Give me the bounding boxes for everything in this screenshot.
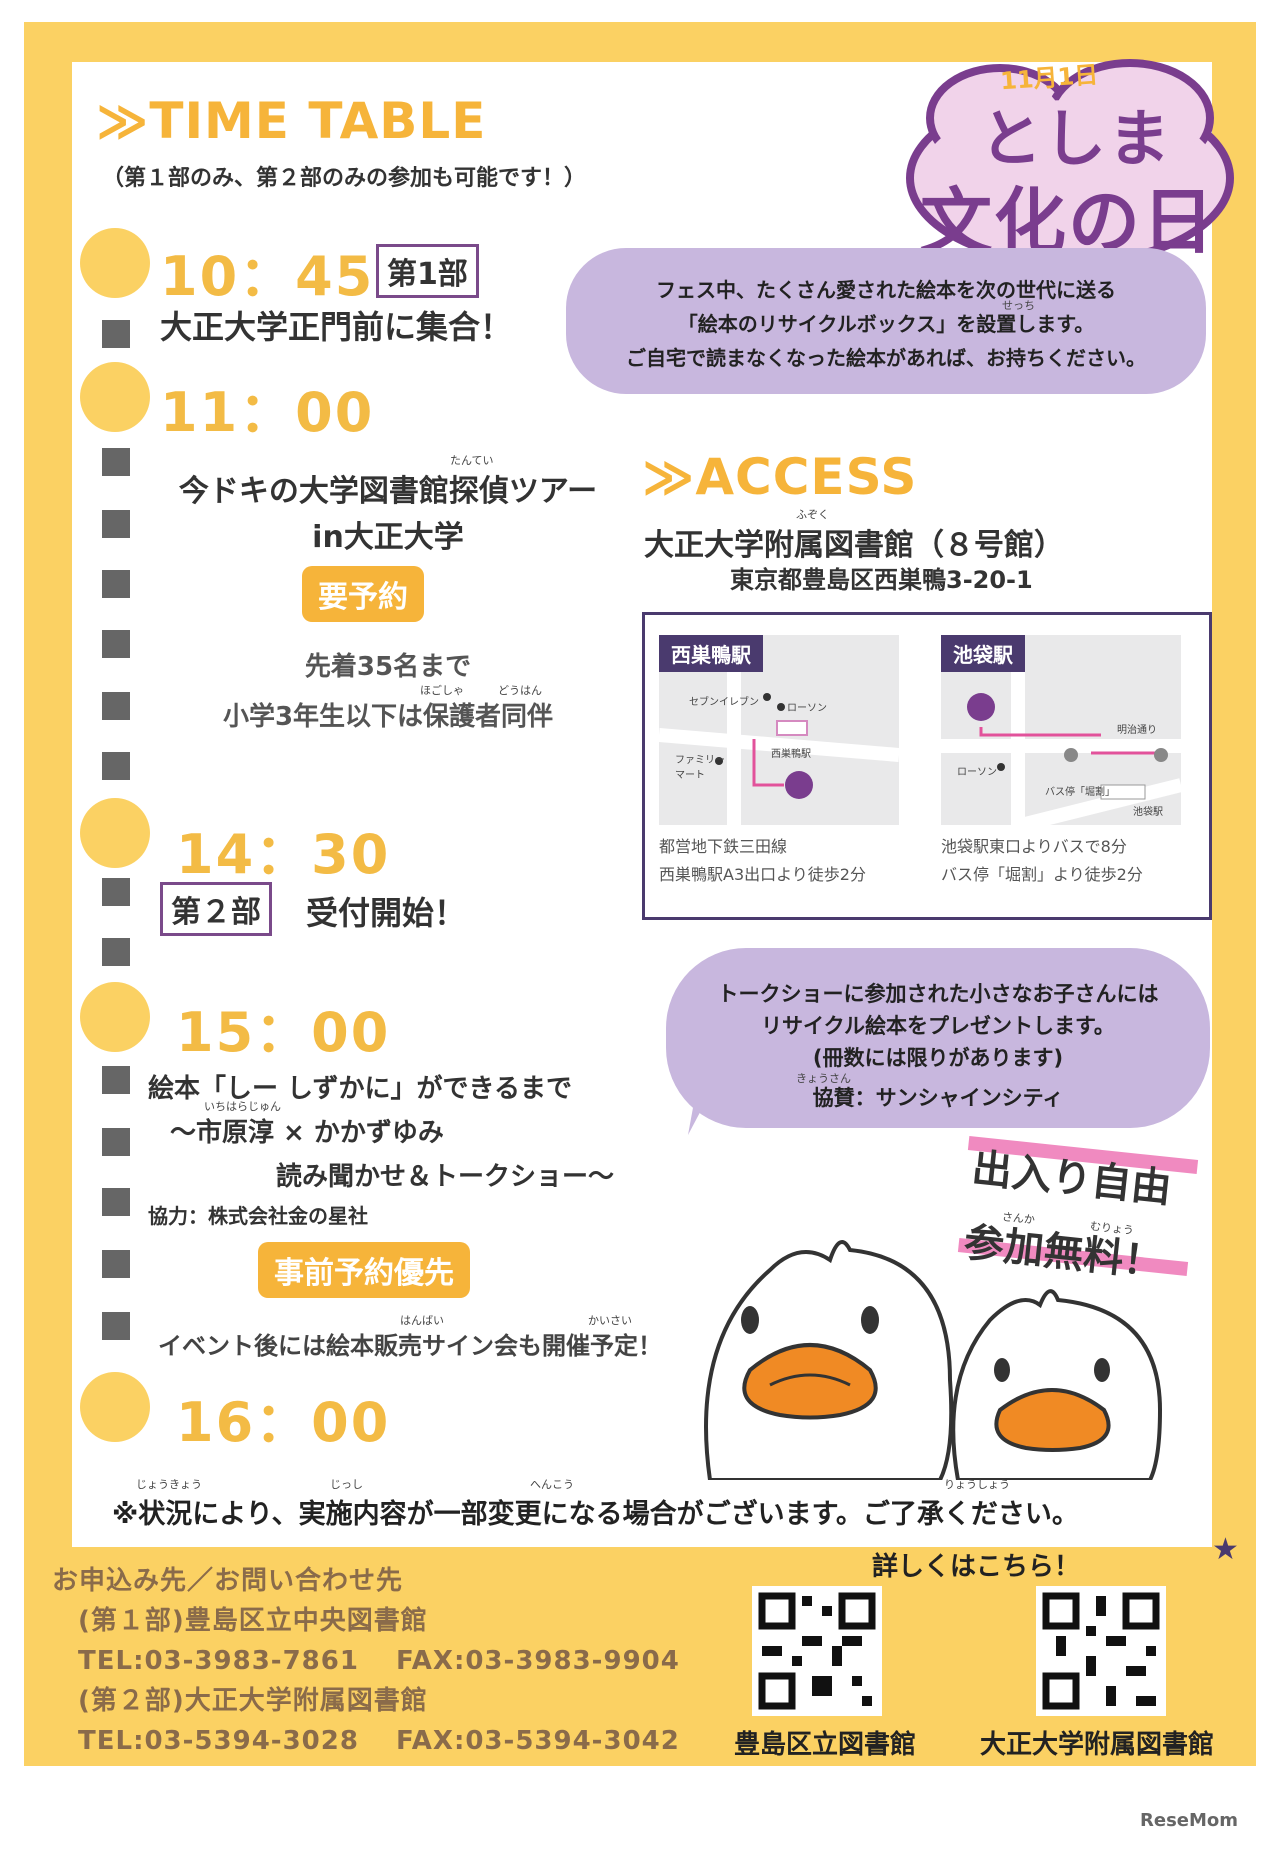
ruby-joukyou: じょうきょう [136, 1478, 202, 1491]
ruby-kaisai: かいさい [588, 1314, 632, 1327]
recycle-box-bubble: フェス中、たくさん愛された絵本を次の世代に送る 「絵本のリサイクルボックス」を設… [566, 248, 1206, 394]
map-label-familymart: ファミリー マート [675, 755, 725, 781]
timeline-dot [80, 362, 150, 432]
time-1500: 15：00 [176, 1001, 391, 1064]
ruby-ryoushou: りょうしょう [944, 1478, 1010, 1491]
bubble-bottom-line1: トークショーに参加された小さなお子さんには [717, 982, 1159, 1006]
qr-label-toshima: 豊島区立図書館 [734, 1730, 917, 1760]
qr-code-taisho[interactable] [1036, 1586, 1166, 1716]
guardian-text: 小学3年生以下は保護者同伴 [222, 702, 554, 732]
talk-line1: 絵本「しー しずかに」ができるまで [148, 1074, 573, 1104]
part1-label: 第1部 [376, 244, 479, 298]
timeline-marker [102, 878, 130, 906]
access-heading: ≫ACCESS [642, 448, 918, 506]
ruby-douhan: どうはん [498, 684, 542, 697]
tour-subtitle: in大正大学 [312, 520, 464, 555]
bubble-top-line3: ご自宅で読まなくなった絵本があれば、お持ちください。 [626, 346, 1146, 370]
timeline-marker [102, 752, 130, 780]
timeline-marker [102, 320, 130, 348]
timeline-dot [80, 1372, 150, 1442]
map-caption-left-2: 西巣鴨駅A3出口より徒歩2分 [659, 865, 866, 884]
map-label-ikebukuro-station: 池袋駅 [1133, 807, 1163, 818]
change-notice: ※状況により、実施内容が一部変更になる場合がございます。ご了承ください。 [112, 1499, 1079, 1530]
toshima-bunka-logo: 11月1日 としま 文化の日 [880, 48, 1240, 268]
talk-line2: 〜市原淳 × かかずゆみ [170, 1118, 444, 1148]
contact-line4: TEL:03-5394-3028 FAX:03-5394-3042 [78, 1726, 680, 1756]
timeline-dot [80, 982, 150, 1052]
bubble-top-line1: フェス中、たくさん愛された絵本を次の世代に送る [656, 278, 1116, 302]
ruby-tantei: たんてい [450, 454, 494, 467]
gather-text: 大正大学正門前に集合！ [160, 308, 513, 346]
ruby-hanbai: はんばい [400, 1314, 444, 1327]
contact-heading: お申込み先／お問い合わせ先 [52, 1566, 404, 1596]
bubble-bottom-line3: (冊数には限りがあります) [812, 1046, 1064, 1070]
time-1100: 11：00 [160, 381, 375, 444]
map-caption-right-1: 池袋駅東口よりバスで8分 [941, 837, 1127, 856]
map-label-seven: セブンイレブン [689, 697, 759, 708]
tour-title: 今ドキの大学図書館探偵ツアー [178, 474, 598, 509]
map-caption-left-1: 都営地下鉄三田線 [659, 837, 788, 856]
map-tag-nishisugamo: 西巣鴨駅 [659, 635, 763, 672]
ruby-hogosha: ほごしゃ [420, 684, 464, 697]
bubble-top-line2: 「絵本のリサイクルボックス」を設置します。 [677, 312, 1095, 336]
map-label-busstop: バス停「堀割」 [1045, 787, 1115, 798]
part2-label: 第２部 [160, 882, 272, 936]
access-map: 西巣鴨駅 セブンイレブン ローソン ファミリー マート 西巣鴨駅 都営地下鉄三田… [642, 612, 1212, 920]
timeline-marker [102, 1188, 130, 1216]
ruby-kyousan: きょうさん [796, 1072, 851, 1085]
map-ikebukuro: 池袋駅 明治通り ローソン バス停「堀割」 池袋駅 [941, 635, 1183, 832]
timeline-marker [102, 510, 130, 538]
timeline-marker [102, 692, 130, 720]
star-icon: ★ [1212, 1532, 1239, 1567]
capacity-text: 先着35名まで [304, 652, 472, 682]
ruby-jisshi: じっし [330, 1478, 363, 1491]
map-nishisugamo: 西巣鴨駅 セブンイレブン ローソン ファミリー マート 西巣鴨駅 [658, 635, 900, 825]
time-1045: 10：45 [160, 245, 375, 308]
ruby-setchi: せっち [1002, 299, 1035, 312]
contact-line2: TEL:03-3983-7861 FAX:03-3983-9904 [78, 1646, 680, 1676]
duck-illustration [690, 1220, 1180, 1482]
map-tag-ikebukuro: 池袋駅 [941, 635, 1025, 672]
timeline-dot [80, 798, 150, 868]
map-label-lawson2: ローソン [957, 767, 997, 778]
timeline-marker [102, 570, 130, 598]
bubble-bottom-line2: リサイクル絵本をプレゼントします。 [761, 1014, 1115, 1038]
access-address: 東京都豊島区西巣鴨3-20-1 [730, 566, 1033, 594]
qr-heading: 詳しくはこちら！ [872, 1552, 1081, 1582]
logo-line1: としま [980, 102, 1173, 175]
signing-text: イベント後には絵本販売サイン会も開催予定！ [158, 1332, 662, 1360]
timetable-subtitle: （第１部のみ、第２部のみの参加も可能です！） [102, 166, 587, 191]
timetable-heading: ≫TIME TABLE [96, 92, 487, 150]
contact-line1: (第１部)豊島区立中央図書館 [78, 1606, 428, 1636]
talk-line3: 読み聞かせ＆トークショー〜 [276, 1162, 615, 1192]
bubble-bottom-line4: 協賛：サンシャインシティ [812, 1086, 1064, 1110]
priority-badge: 事前予約優先 [258, 1242, 470, 1298]
qr-label-taisho: 大正大学附属図書館 [980, 1730, 1215, 1760]
map-label-station: 西巣鴨駅 [771, 749, 811, 760]
timeline-dot [80, 228, 150, 298]
reception-text: 受付開始！ [306, 894, 467, 932]
timeline-marker [102, 1128, 130, 1156]
reservation-required-badge: 要予約 [302, 566, 424, 622]
cooperation-text: 協力：株式会社金の星社 [148, 1204, 368, 1228]
timeline-marker [102, 1066, 130, 1094]
time-1430: 14：30 [176, 823, 391, 886]
timeline-marker [102, 630, 130, 658]
watermark: ReseMom [1140, 1810, 1239, 1831]
ruby-fuzoku: ふぞく [796, 508, 829, 521]
qr-code-toshima[interactable] [752, 1586, 882, 1716]
map-caption-right-2: バス停「堀割」より徒歩2分 [941, 865, 1143, 884]
map-label-lawson: ローソン [787, 703, 827, 714]
timeline-marker [102, 1312, 130, 1340]
time-1600: 16：00 [176, 1391, 391, 1454]
ruby-henkou: へんこう [530, 1478, 574, 1491]
timeline-marker [102, 1250, 130, 1278]
present-bubble: トークショーに参加された小さなお子さんには リサイクル絵本をプレゼントします。 … [666, 948, 1210, 1128]
map-label-meiji: 明治通り [1117, 725, 1157, 736]
timeline-marker [102, 938, 130, 966]
ruby-ichiharajun: いちはらじゅん [204, 1100, 281, 1113]
timeline-marker [102, 448, 130, 476]
access-place: 大正大学附属図書館（８号館） [644, 528, 1064, 563]
contact-line3: (第２部)大正大学附属図書館 [78, 1686, 428, 1716]
